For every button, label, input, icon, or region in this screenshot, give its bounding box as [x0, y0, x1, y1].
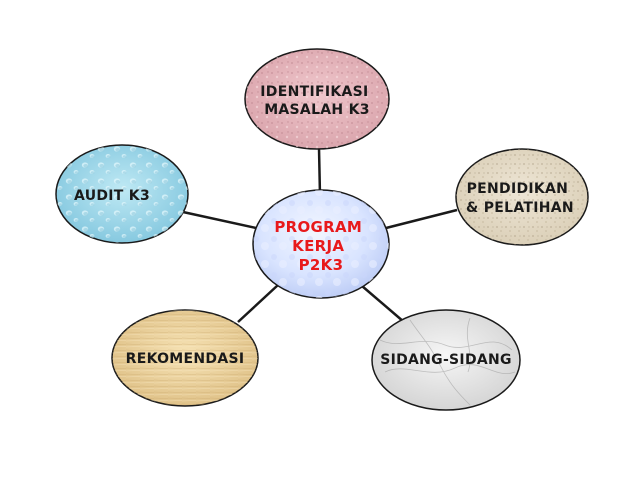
connector-sidang [361, 285, 405, 323]
center-node-line-2: KERJA [292, 237, 344, 255]
node-sidang-line-1: SIDANG-SIDANG [380, 352, 512, 368]
node-sidang: SIDANG-SIDANG [371, 309, 521, 411]
node-pendidikan-line-1: PENDIDIKAN [467, 181, 569, 197]
connector-identifikasi [317, 147, 322, 197]
node-audit-line-1: AUDIT K3 [74, 188, 150, 204]
connector-pendidikan [385, 208, 458, 230]
center-node-label: PROGRAM KERJA P2K3 [274, 218, 367, 274]
connectors [182, 147, 458, 323]
center-node-line-1: PROGRAM [274, 218, 362, 236]
node-identifikasi: IDENTIFIKASI MASALAH K3 [244, 48, 390, 150]
node-audit: AUDIT K3 [55, 144, 189, 244]
node-rekomendasi-line-1: REKOMENDASI [126, 351, 245, 367]
node-rekomendasi-label: REKOMENDASI [126, 351, 245, 367]
marble-veins [379, 317, 516, 406]
center-node: PROGRAM KERJA P2K3 [252, 189, 390, 299]
node-identifikasi-line-2: MASALAH K3 [264, 102, 370, 118]
node-pendidikan-line-2: & PELATIHAN [466, 200, 574, 216]
connector-rekomendasi [237, 284, 279, 323]
connector-audit [182, 210, 257, 230]
center-node-line-3: P2K3 [299, 256, 344, 274]
node-identifikasi-label: IDENTIFIKASI MASALAH K3 [260, 84, 373, 118]
node-sidang-label: SIDANG-SIDANG [380, 352, 512, 368]
node-audit-label: AUDIT K3 [74, 188, 150, 204]
node-rekomendasi: REKOMENDASI [111, 309, 259, 407]
node-pendidikan-label: PENDIDIKAN & PELATIHAN [466, 181, 574, 216]
node-identifikasi-line-1: IDENTIFIKASI [260, 84, 368, 100]
node-pendidikan: PENDIDIKAN & PELATIHAN [455, 148, 589, 246]
